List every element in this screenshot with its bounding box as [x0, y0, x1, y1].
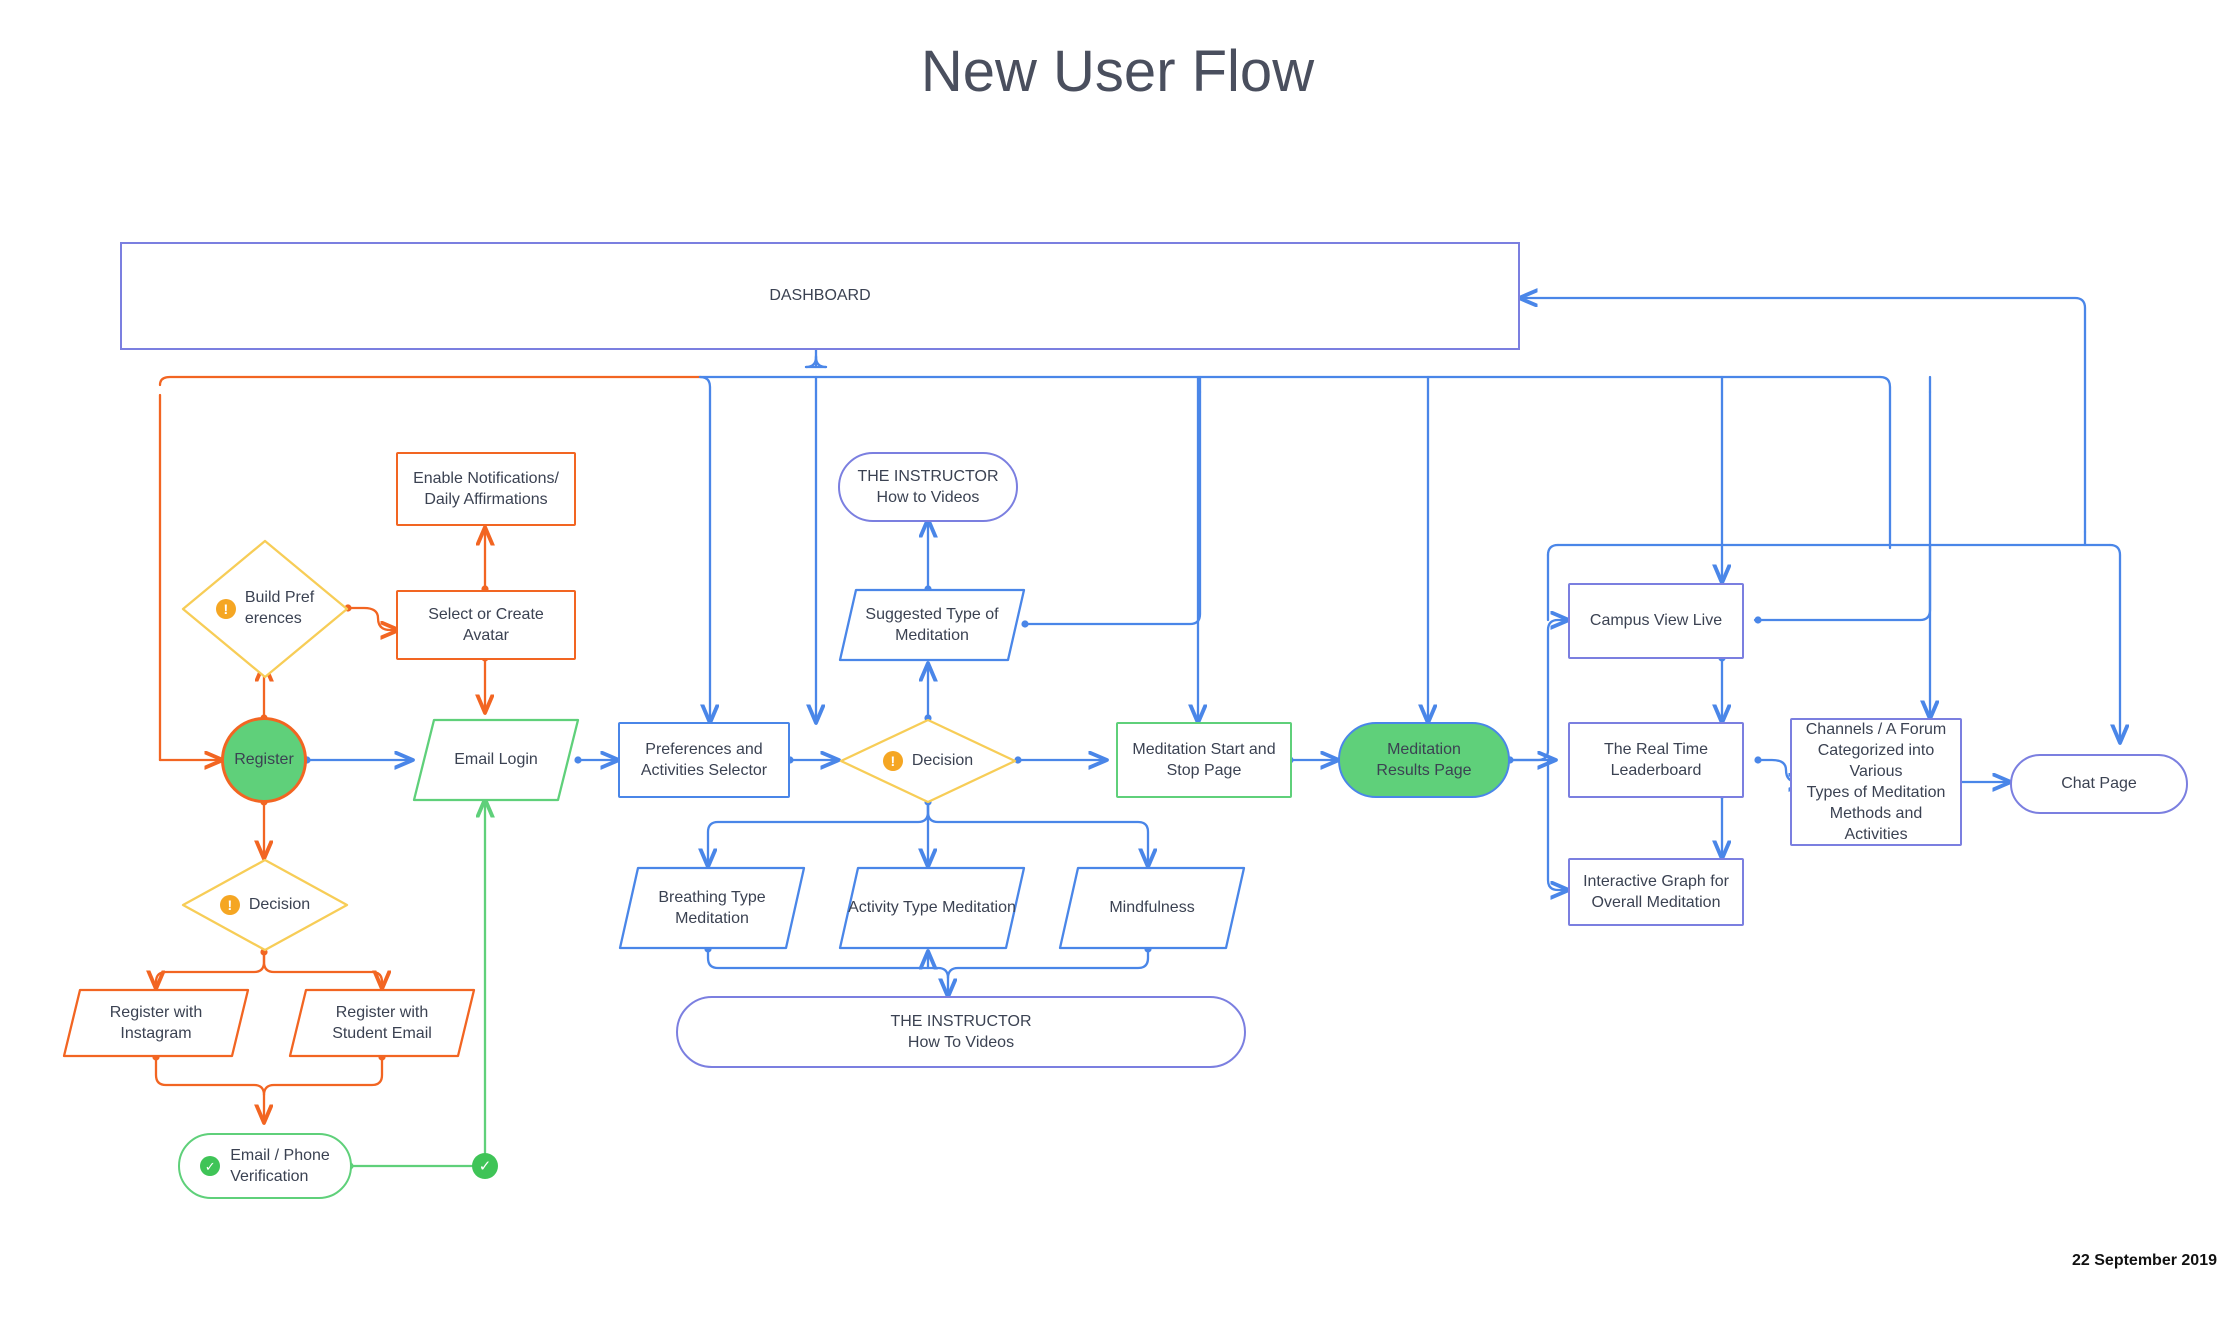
page-title: New User Flow [920, 39, 1315, 104]
node-realtime-leaderboard[interactable]: The Real Time Leaderboard [1568, 722, 1744, 798]
node-register-student-email[interactable]: Register with Student Email [288, 988, 476, 1058]
node-register-instagram-label: Register with Instagram [109, 1003, 203, 1042]
check-icon: ✓ [200, 1156, 221, 1176]
node-suggested-type-label: Suggested Type of Meditation [865, 605, 999, 644]
node-register-label: Register [234, 751, 294, 769]
node-build-preferences[interactable]: ! Build Pref erences [180, 538, 350, 680]
node-email-login-label: Email Login [454, 751, 538, 769]
node-activity-type[interactable]: Activity Type Meditation [838, 866, 1026, 950]
node-breathing-type[interactable]: Breathing Type Meditation [618, 866, 806, 950]
node-channels-forum-label: Channels / A Forum Categorized into Vari… [1805, 720, 1947, 844]
node-email-login[interactable]: Email Login [412, 718, 580, 802]
node-decision-register[interactable]: ! Decision [180, 857, 350, 953]
node-instructor-top-label: THE INSTRUCTOR How to Videos [857, 467, 999, 506]
node-register[interactable]: Register [221, 717, 307, 803]
warning-icon: ! [215, 599, 236, 619]
node-decision-register-label: Decision [248, 895, 311, 913]
decision-register-content: ! Decision [219, 894, 311, 916]
node-decision-meditation-label: Decision [911, 751, 974, 769]
check-glyph: ✓ [478, 1157, 492, 1175]
node-preferences-activities-label: Preferences and Activities Selector [640, 740, 768, 779]
node-preferences-activities[interactable]: Preferences and Activities Selector [618, 722, 790, 798]
node-dashboard[interactable]: DASHBOARD [120, 242, 1520, 350]
node-instructor-bottom-label: THE INSTRUCTOR How To Videos [890, 1012, 1032, 1051]
node-meditation-results-label: Meditation Results Page [1376, 740, 1472, 779]
node-breathing-type-label: Breathing Type Meditation [658, 888, 766, 927]
node-chat-page-label: Chat Page [2061, 775, 2137, 793]
node-email-phone-verification[interactable]: ✓ Email / Phone Verification [178, 1133, 352, 1199]
node-select-avatar[interactable]: Select or Create Avatar [396, 590, 576, 660]
node-register-instagram[interactable]: Register with Instagram [62, 988, 250, 1058]
node-instructor-bottom[interactable]: THE INSTRUCTOR How To Videos [676, 996, 1246, 1068]
node-activity-type-label: Activity Type Meditation [848, 899, 1016, 917]
node-decision-meditation[interactable]: ! Decision [838, 717, 1018, 805]
date-label: 22 September 2019 [2072, 1252, 2217, 1269]
node-campus-view-live[interactable]: Campus View Live [1568, 583, 1744, 659]
node-suggested-type[interactable]: Suggested Type of Meditation [838, 588, 1026, 662]
node-enable-notifications-label: Enable Notifications/ Daily Affirmations [413, 469, 559, 508]
node-interactive-graph-label: Interactive Graph for Overall Meditation [1583, 872, 1729, 911]
node-meditation-results[interactable]: Meditation Results Page [1338, 722, 1510, 798]
node-email-phone-verification-label: Email / Phone Verification [230, 1146, 330, 1185]
node-mindfulness[interactable]: Mindfulness [1058, 866, 1246, 950]
node-instructor-top[interactable]: THE INSTRUCTOR How to Videos [838, 452, 1018, 522]
node-enable-notifications[interactable]: Enable Notifications/ Daily Affirmations [396, 452, 576, 526]
node-channels-forum[interactable]: Channels / A Forum Categorized into Vari… [1790, 718, 1962, 846]
node-campus-view-live-label: Campus View Live [1589, 612, 1723, 630]
warning-icon: ! [219, 894, 240, 915]
node-meditation-start-stop[interactable]: Meditation Start and Stop Page [1116, 722, 1292, 798]
warning-icon: ! [882, 750, 903, 771]
node-dashboard-label: DASHBOARD [769, 287, 871, 304]
node-realtime-leaderboard-label: The Real Time Leaderboard [1603, 740, 1709, 779]
node-select-avatar-label: Select or Create Avatar [428, 605, 544, 644]
node-interactive-graph[interactable]: Interactive Graph for Overall Meditation [1568, 858, 1744, 926]
node-build-preferences-label: Build Pref erences [244, 589, 315, 627]
node-register-student-email-label: Register with Student Email [332, 1003, 432, 1042]
verification-junction-check-icon: ✓ [472, 1153, 498, 1179]
decision-meditation-content: ! Decision [882, 750, 974, 772]
build-preferences-content: ! Build Pref erences [215, 588, 315, 630]
node-mindfulness-label: Mindfulness [1109, 899, 1195, 917]
node-meditation-start-stop-label: Meditation Start and Stop Page [1132, 740, 1276, 779]
node-chat-page[interactable]: Chat Page [2010, 754, 2188, 814]
